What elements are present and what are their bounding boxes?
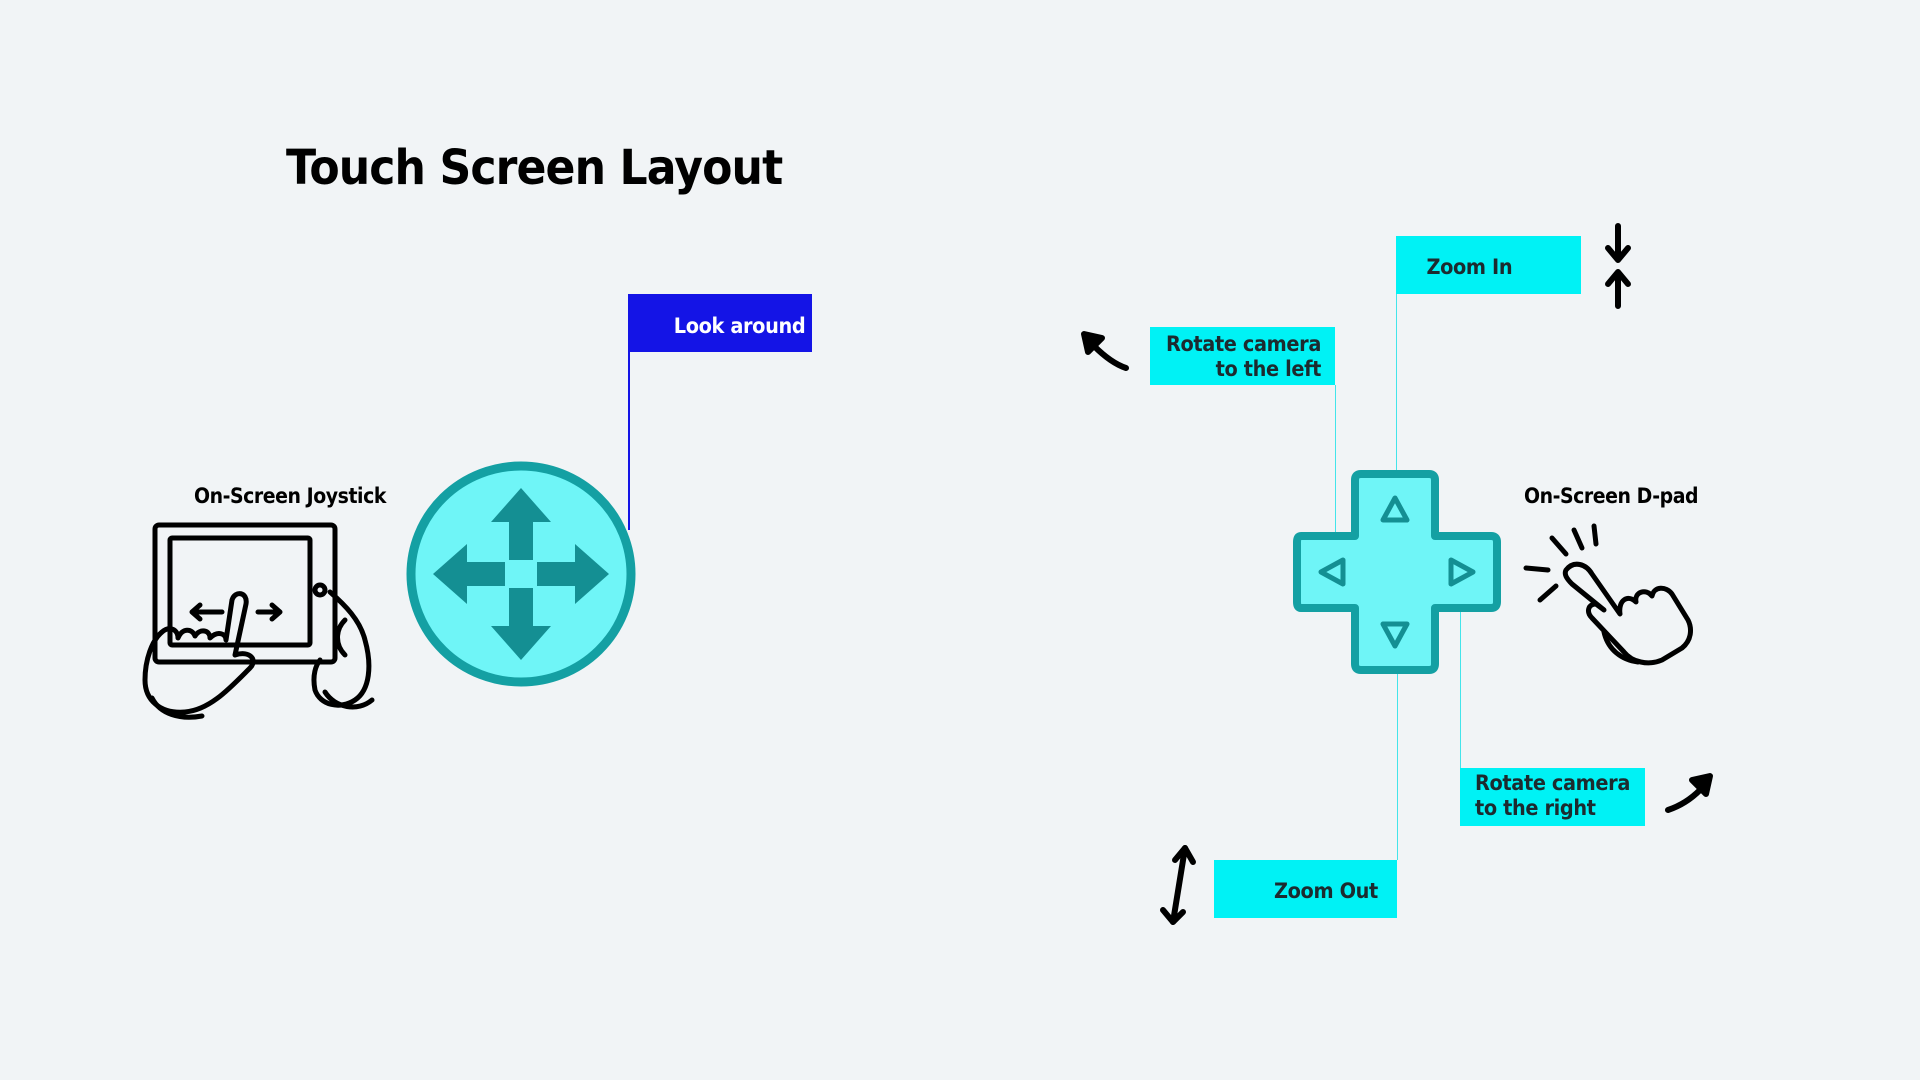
rotate-right-tag: Rotate camera to the right [1460, 768, 1645, 826]
dpad-icon[interactable] [1293, 470, 1503, 678]
look-around-label: Look around [673, 314, 806, 338]
zoom-out-connector [1397, 670, 1398, 860]
pinch-arrows-icon [1605, 223, 1631, 309]
curved-arrow-right-icon [1665, 773, 1713, 813]
joystick-caption: On-Screen Joystick [194, 484, 386, 508]
dpad-caption: On-Screen D-pad [1524, 484, 1699, 508]
zoom-in-connector [1396, 236, 1397, 472]
look-around-tag: Look around [628, 294, 812, 352]
rotate-right-label-line2: to the right [1475, 796, 1596, 820]
stretch-arrows-icon [1160, 845, 1196, 925]
tap-hand-icon [1523, 523, 1693, 666]
look-around-connector [628, 352, 630, 530]
zoom-in-label: Zoom In [1426, 255, 1513, 279]
joystick-icon[interactable] [405, 460, 637, 688]
rotate-right-connector [1460, 608, 1461, 768]
zoom-out-tag: Zoom Out [1214, 860, 1397, 918]
rotate-left-connector [1335, 385, 1336, 535]
rotate-left-label-line2: to the left [1215, 357, 1322, 381]
zoom-out-label: Zoom Out [1274, 879, 1378, 903]
rotate-left-label-line1: Rotate camera [1165, 332, 1321, 356]
rotate-left-tag: Rotate camera to the left [1150, 327, 1335, 385]
curved-arrow-left-icon [1081, 331, 1129, 371]
tablet-hands-icon [142, 522, 375, 720]
page-title: Touch Screen Layout [286, 140, 783, 196]
rotate-right-label-line1: Rotate camera [1475, 771, 1631, 795]
zoom-in-tag: Zoom In [1396, 236, 1581, 294]
